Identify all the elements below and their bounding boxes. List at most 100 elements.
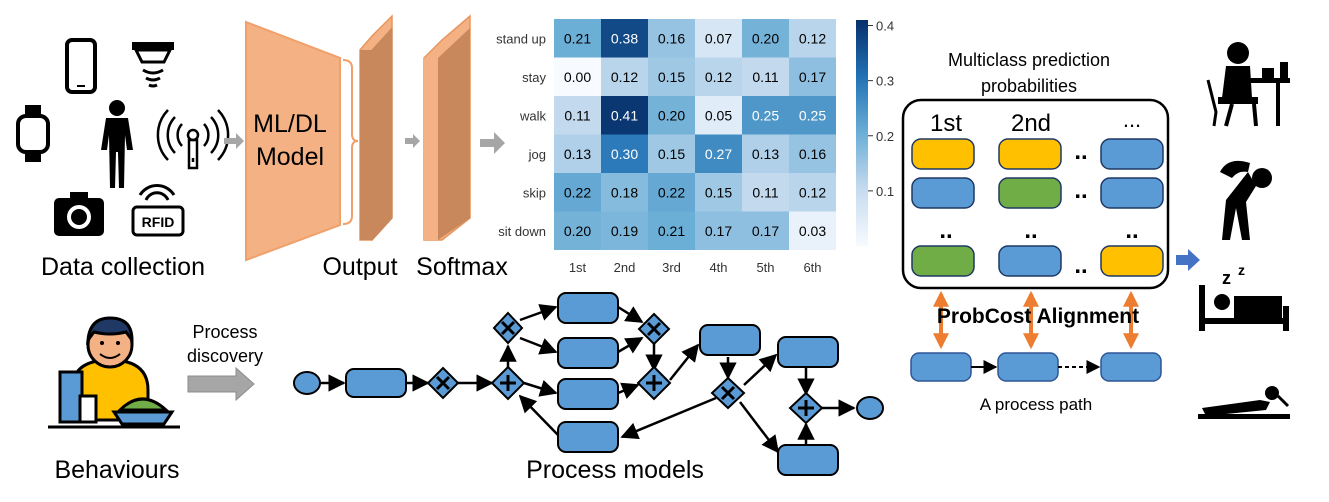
colorbar-ticks: 0.40.30.20.1 <box>868 19 894 199</box>
process-model <box>293 292 884 476</box>
process-path-label: A process path <box>980 395 1092 414</box>
heatmap-cell-label: 0.38 <box>611 30 638 46</box>
person-with-food-icon <box>48 316 180 429</box>
heatmap-cell-label: 0.15 <box>705 184 732 200</box>
dots-r3-c1: .. <box>939 217 952 244</box>
heatmap-cell <box>648 134 695 173</box>
heatmap-cell-label: 0.11 <box>752 184 778 200</box>
heatmap-cell-label: 0.17 <box>799 69 826 85</box>
camera-icon <box>54 192 104 236</box>
heatmap-cell-label: 0.05 <box>705 107 732 123</box>
ml-dl-model-block: ML/DL Model <box>245 20 341 262</box>
colorbar-tick-label: 0.3 <box>876 74 894 89</box>
heatmap-cell-label: 0.13 <box>564 146 591 162</box>
heatmap-cell-label: 0.30 <box>611 146 638 162</box>
heatmap-col-label: 1st <box>569 260 587 275</box>
heatmap-cell-label: 0.21 <box>564 30 591 46</box>
heatmap-cell-label: 0.07 <box>705 30 732 46</box>
dots-r1: .. <box>1074 138 1087 165</box>
xor-gateway-1 <box>426 366 460 400</box>
prediction-dots: .. .. .. .. .. .. <box>939 138 1138 279</box>
heatmap-col-label: 6th <box>803 260 821 275</box>
heatmap-cell-label: 0.11 <box>752 69 778 85</box>
heatmap-cell <box>554 19 601 58</box>
xor-gateway-4 <box>710 376 746 410</box>
heatmap-cell <box>695 211 742 250</box>
heatmap-cell-label: 0.16 <box>658 30 685 46</box>
heatmap-cell <box>695 57 742 96</box>
person-eating-icon <box>1206 42 1290 127</box>
heatmap-cell-label: 0.17 <box>752 223 779 239</box>
svg-text:z: z <box>1222 268 1231 288</box>
heatmap-cell <box>695 19 742 58</box>
person-sleeping-icon: z z <box>1199 262 1289 331</box>
heatmap-cell <box>648 96 695 135</box>
and-gateway-1 <box>490 365 526 401</box>
heatmap-cell <box>695 96 742 135</box>
and-gateway-3 <box>788 391 824 425</box>
heatmap-cell-label: 0.25 <box>799 107 826 123</box>
heatmap-cell <box>789 134 836 173</box>
colorbar-tick-label: 0.4 <box>876 19 894 34</box>
heatmap-cell-label: 0.20 <box>752 30 779 46</box>
model-label-line1: ML/DL <box>253 110 327 138</box>
output-label: Output <box>322 253 397 281</box>
heatmap-cell-label: 0.03 <box>799 223 826 239</box>
process-discovery-line1: Process <box>192 322 257 342</box>
heatmap-cell <box>601 96 648 135</box>
colorbar <box>856 20 868 246</box>
heatmap-cell <box>601 57 648 96</box>
smoke-detector-icon <box>132 42 174 88</box>
heatmap-cell-label: 0.20 <box>658 107 685 123</box>
heatmap-cell-label: 0.20 <box>564 223 591 239</box>
smartphone-icon <box>65 38 97 94</box>
heatmap-cell <box>789 173 836 212</box>
heatmap-cell-label: 0.11 <box>564 107 590 123</box>
heatmap-cell-label: 0.22 <box>658 184 685 200</box>
smartwatch-icon <box>16 105 50 162</box>
heatmap-cell-label: 0.25 <box>752 107 779 123</box>
prediction-box-blue <box>911 177 975 209</box>
xor-gateway-2 <box>492 311 524 345</box>
heatmap-cell <box>554 173 601 212</box>
heatmap-row-label: stay <box>522 70 546 85</box>
heatmap-cell-label: 0.15 <box>658 69 685 85</box>
heatmap-cell <box>648 57 695 96</box>
heatmap-cell-label: 0.00 <box>564 69 591 85</box>
dots-r4: .. <box>1074 252 1087 279</box>
heatmap-cell <box>601 134 648 173</box>
xor-gateway-3 <box>637 312 671 346</box>
output-layer <box>359 14 393 242</box>
heatmap-cell <box>789 19 836 58</box>
heatmap-row-label: sit down <box>498 224 546 239</box>
heatmap-cell-label: 0.15 <box>658 146 685 162</box>
prediction-box-green <box>998 177 1062 209</box>
arrow-to-activities-icon <box>1176 249 1200 271</box>
prediction-col-1st: 1st <box>930 110 962 137</box>
colorbar-tick-label: 0.2 <box>876 129 894 144</box>
heatmap-cell-label: 0.19 <box>611 223 638 239</box>
heatmap-cell <box>648 173 695 212</box>
probcost-alignment-label: ProbCost Alignment <box>937 305 1139 328</box>
prediction-box-blue <box>1100 138 1164 170</box>
heatmap-cell-label: 0.41 <box>611 107 638 123</box>
heatmap-cell <box>789 211 836 250</box>
arrow-to-softmax-icon <box>405 134 420 148</box>
person-stretching-icon <box>1220 160 1272 240</box>
heatmap-cell-label: 0.12 <box>705 69 732 85</box>
rfid-icon: RFID <box>131 184 185 237</box>
heatmap-cell <box>601 211 648 250</box>
heatmap-cell <box>789 57 836 96</box>
svg-text:z: z <box>1238 262 1245 278</box>
prediction-box-blue <box>1100 177 1164 209</box>
heatmap-cell <box>742 57 789 96</box>
heatmap-row-label: stand up <box>496 31 546 46</box>
heatmap-cell-label: 0.22 <box>564 184 591 200</box>
heatmap-col-label: 2nd <box>614 260 636 275</box>
heatmap-cell <box>789 96 836 135</box>
behaviours-label: Behaviours <box>54 456 179 484</box>
prediction-title-line2: probabilities <box>981 76 1077 96</box>
output-brace <box>342 59 359 225</box>
